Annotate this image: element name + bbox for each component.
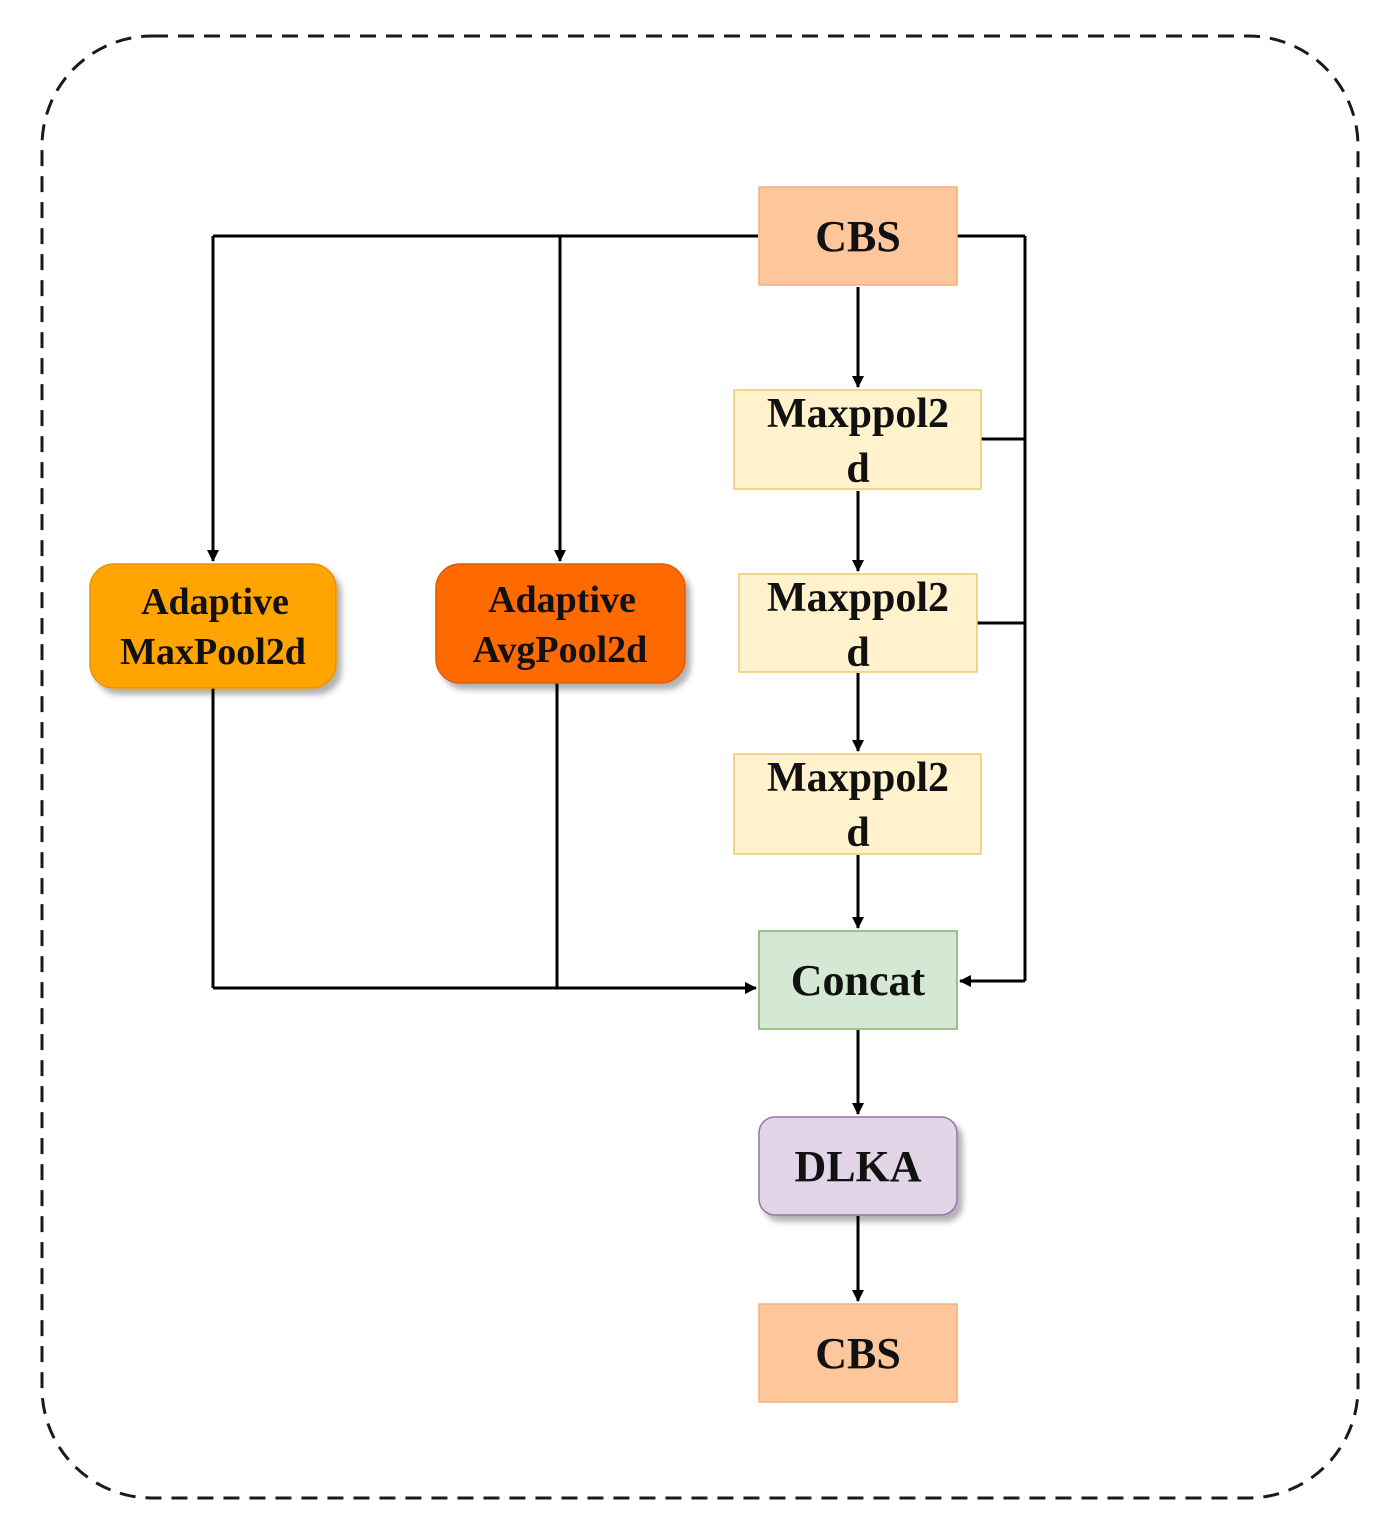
cbs-bottom-node: CBS [758,1303,958,1403]
adaptive-maxpool-box [89,563,337,689]
adaptive-maxpool-label-line2: MaxPool2d [120,631,306,673]
cbs-top-node: CBS [758,186,958,286]
maxpool-2-node: Maxppol2 d [738,573,978,676]
adaptive-avgpool-label-line2: AvgPool2d [473,629,648,671]
maxpool-1-label-line2: d [846,446,869,492]
adaptive-avgpool-label-line1: Adaptive [488,579,636,621]
maxpool-3-label-line1: Maxppol2 [767,755,949,801]
maxpool-2-label-line1: Maxppol2 [767,575,949,621]
maxpool-2-label-line2: d [846,630,869,676]
module-border [40,34,1360,1500]
dlka-box [758,1116,958,1216]
adaptive-avgpool-node: Adaptive AvgPool2d [435,563,686,684]
maxpool-2-box [738,573,978,673]
adaptive-avgpool-box [435,563,686,684]
adaptive-maxpool-label-line1: Adaptive [141,581,289,623]
maxpool-1-label-line1: Maxppol2 [767,391,949,437]
concat-label: Concat [791,956,926,1005]
concat-node: Concat [758,930,958,1030]
maxpool-1-box [733,389,982,490]
cbs-bottom-box [758,1303,958,1403]
cbs-top-label: CBS [815,212,901,261]
maxpool-3-node: Maxppol2 d [733,753,982,856]
cbs-top-box [758,186,958,286]
adaptive-maxpool-node: Adaptive MaxPool2d [89,563,337,689]
dlka-label: DLKA [794,1142,921,1191]
maxpool-3-label-line2: d [846,810,869,856]
maxpool-3-box [733,753,982,855]
dlka-node: DLKA [758,1116,958,1216]
cbs-bottom-label: CBS [815,1329,901,1378]
connectors [207,234,1027,1302]
concat-box [758,930,958,1030]
maxpool-1-node: Maxppol2 d [733,389,982,492]
